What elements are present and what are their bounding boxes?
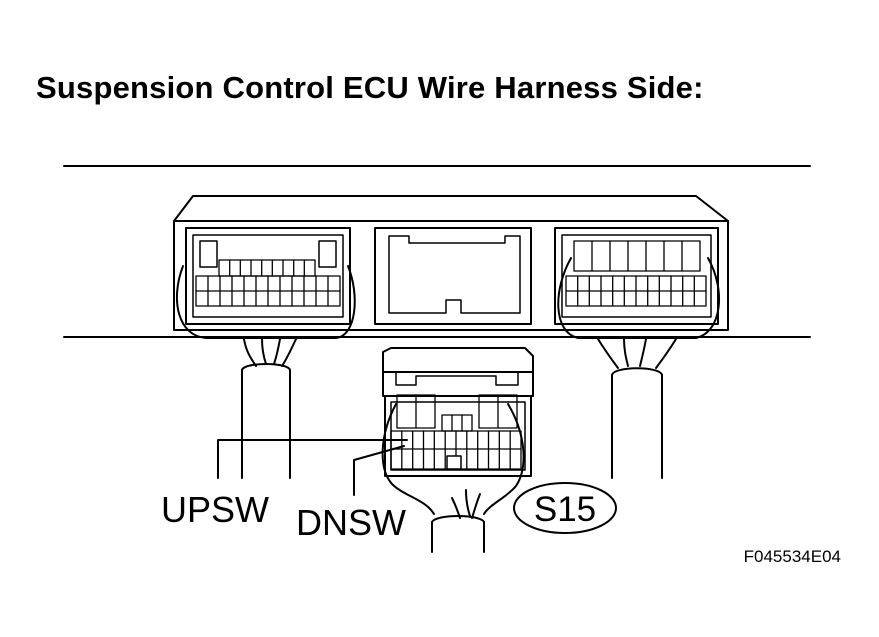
right-harness-plug xyxy=(557,257,720,479)
left-terminal-grid xyxy=(195,259,341,307)
middle-connector-socket xyxy=(374,227,532,325)
dnsw-label: DNSW xyxy=(296,502,406,543)
s15-oval xyxy=(513,482,617,534)
upsw-leader-line xyxy=(217,439,408,479)
left-harness-plug xyxy=(176,265,356,479)
ecu-housing xyxy=(173,195,729,331)
figure-id: F045534E04 xyxy=(744,547,841,566)
dnsw-leader-line xyxy=(353,445,405,496)
left-connector-socket xyxy=(185,227,351,325)
diagram-title: Suspension Control ECU Wire Harness Side… xyxy=(36,70,704,105)
s15-terminal-grid xyxy=(390,394,522,470)
s15-harness-plug xyxy=(381,403,525,553)
right-terminal-grid xyxy=(565,240,707,307)
upsw-label: UPSW xyxy=(161,489,269,530)
s15-connector xyxy=(382,347,534,477)
s15-connector-label: S15 xyxy=(534,490,596,529)
